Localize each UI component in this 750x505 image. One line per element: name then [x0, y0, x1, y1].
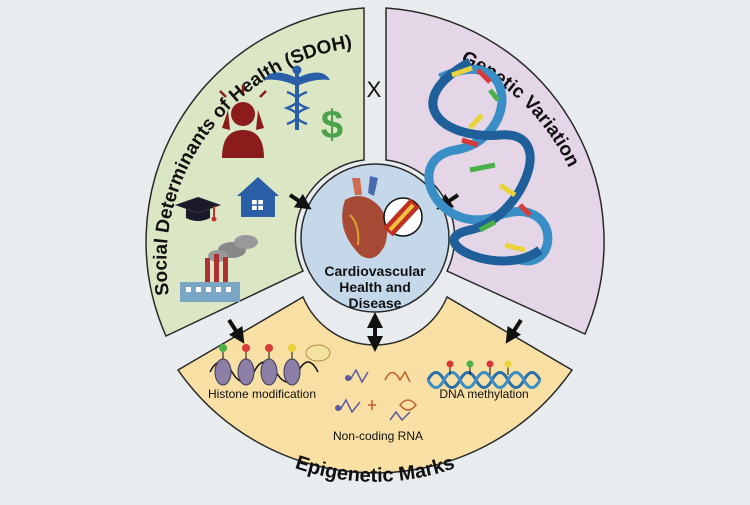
epigenetic-segment: [176, 295, 574, 474]
graduation-cap-icon: [175, 197, 221, 222]
nucleosome-icon: [209, 344, 331, 386]
sdoh-to-epigenetic-arrow: [227, 318, 245, 344]
caduceus-icon: [264, 65, 330, 130]
center-label-line-2: Health and: [339, 279, 411, 295]
histone-modification-label: Histone modification: [208, 387, 316, 401]
methylated-dna-icon: [426, 360, 542, 389]
rna-icon: [335, 368, 417, 422]
artery-icon: [383, 197, 423, 237]
factory-icon: [180, 235, 258, 302]
dna-methylation-label: DNA methylation: [439, 387, 528, 401]
stressed-person-icon: [219, 85, 267, 158]
sdoh-to-center-arrow: [288, 193, 312, 210]
sdoh-segment: [145, 7, 365, 338]
interaction-symbol: X: [367, 77, 382, 102]
non-coding-rna-label: Non-coding RNA: [333, 429, 423, 443]
dna-helix-icon: [424, 58, 553, 266]
center-label-line-3: Disease: [349, 295, 402, 311]
house-icon: [237, 177, 279, 217]
center-label-line-1: Cardiovascular: [324, 263, 426, 279]
genetic-to-epigenetic-arrow: [505, 318, 523, 344]
heart-icon: [342, 176, 388, 259]
dollar-icon: $: [321, 103, 343, 147]
